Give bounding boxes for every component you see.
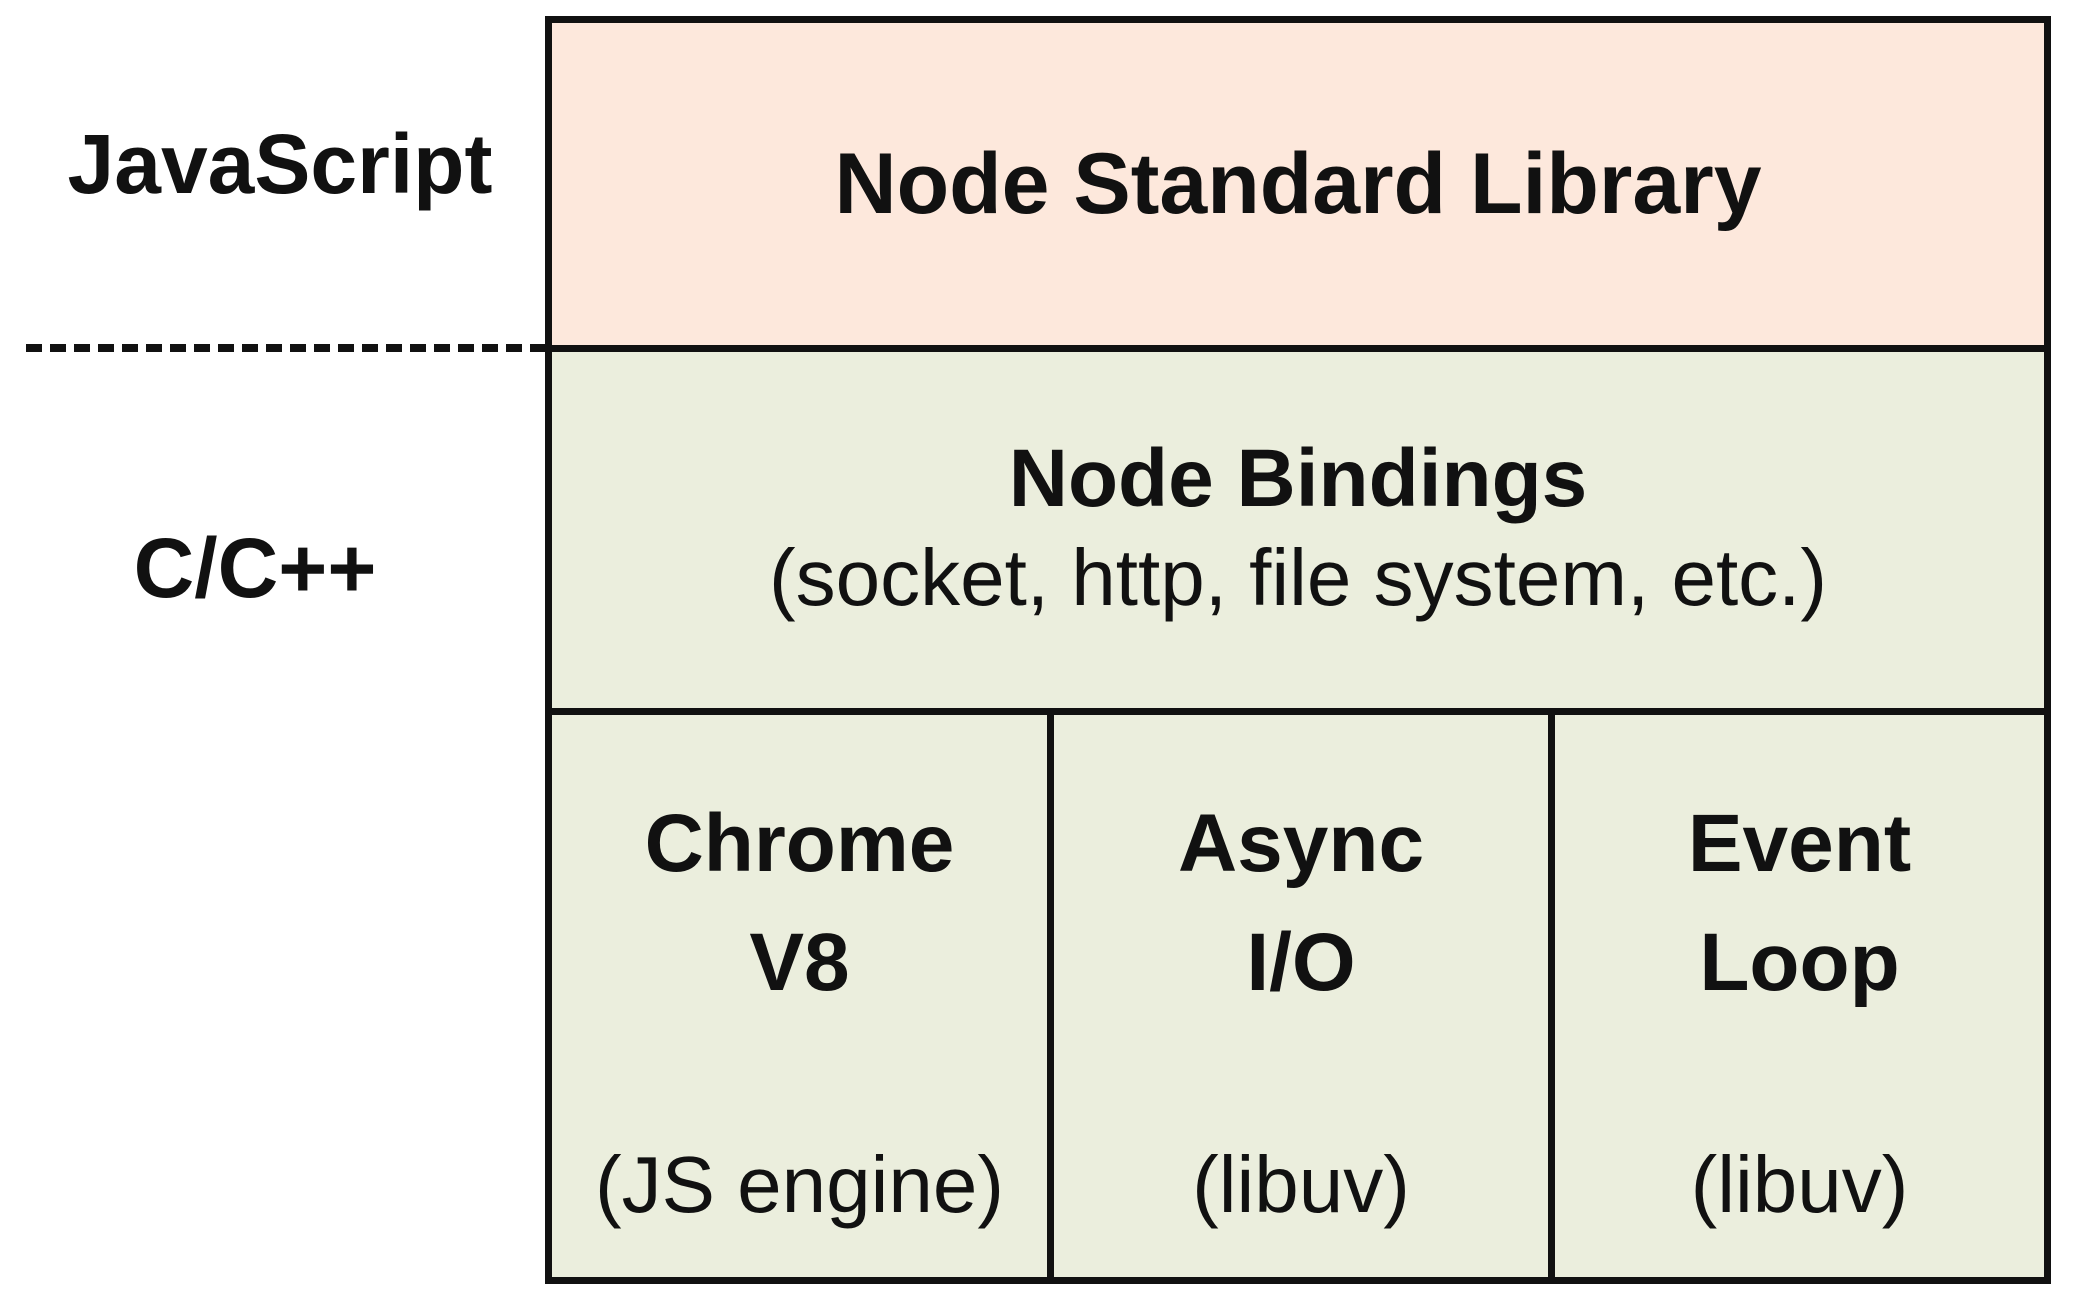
chrome-v8-title-line2: V8: [749, 916, 850, 1008]
async-io-subtitle: (libuv): [1192, 1140, 1410, 1229]
event-loop-subtitle: (libuv): [1690, 1140, 1909, 1229]
chrome-v8-title-line1: Chrome: [644, 798, 955, 889]
node-standard-library-title: Node Standard Library: [834, 136, 1762, 232]
layer-divider: [26, 344, 546, 352]
c-cpp-layer-label: C/C++: [133, 521, 377, 615]
chrome-v8-title: Chrome V8: [645, 785, 955, 1023]
async-io-title-line2: I/O: [1246, 916, 1356, 1008]
async-io-title-line1: Async: [1177, 798, 1425, 889]
javascript-layer-label: JavaScript: [67, 117, 493, 211]
event-loop-title-line2: Loop: [1699, 916, 1900, 1008]
async-io-box: Async I/O (libuv): [1047, 708, 1555, 1284]
chrome-v8-box: Chrome V8 (JS engine): [545, 708, 1054, 1284]
async-io-title: Async I/O: [1178, 785, 1424, 1023]
event-loop-box: Event Loop (libuv): [1548, 708, 2051, 1284]
node-bindings-title: Node Bindings: [1008, 432, 1588, 524]
event-loop-title: Event Loop: [1688, 785, 1911, 1023]
event-loop-title-line1: Event: [1687, 798, 1912, 889]
chrome-v8-subtitle: (JS engine): [594, 1140, 1005, 1229]
node-bindings-box: Node Bindings (socket, http, file system…: [545, 345, 2051, 715]
node-bindings-subtitle: (socket, http, file system, etc.): [768, 533, 1828, 623]
node-standard-library-box: Node Standard Library: [545, 16, 2051, 352]
